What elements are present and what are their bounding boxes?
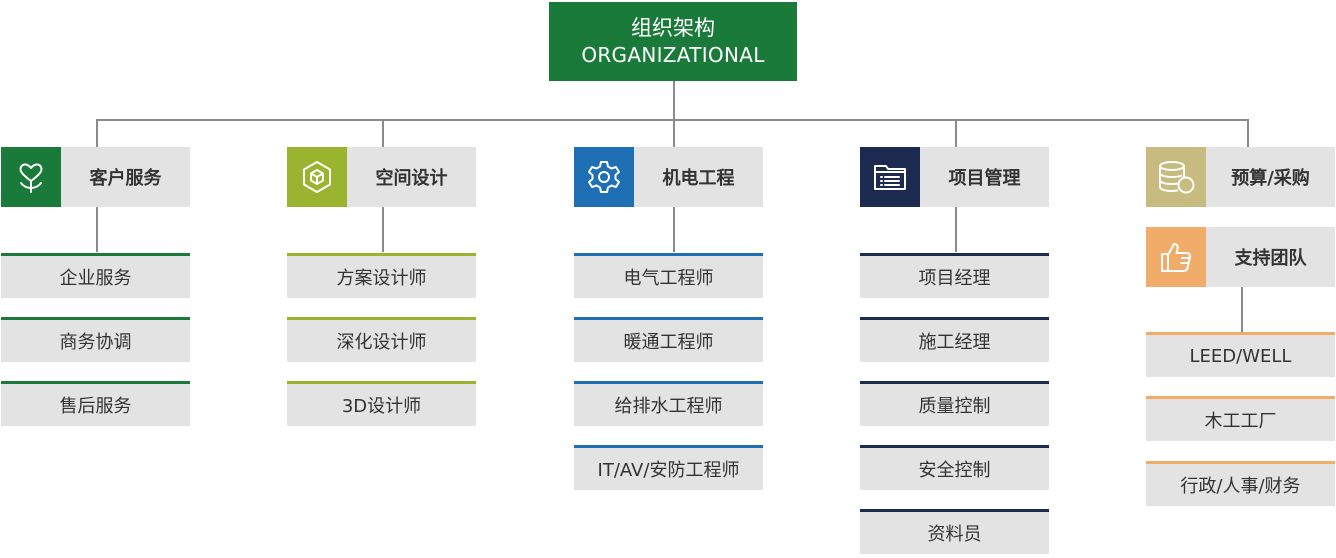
role-item: 质量控制 — [860, 381, 1049, 426]
cube-icon — [287, 147, 347, 207]
horizontal-connector — [96, 119, 1249, 121]
dept-label: 空间设计 — [347, 147, 476, 207]
root-connector — [673, 81, 675, 120]
items-connector-6 — [1241, 287, 1243, 332]
role-item: 商务协调 — [1, 317, 190, 362]
gear-icon — [574, 147, 634, 207]
root-title-cn: 组织架构 — [631, 15, 715, 40]
dept-label: 预算/采购 — [1206, 147, 1335, 207]
dept-budget-procurement: 预算/采购 — [1146, 147, 1335, 207]
dept-customer-service: 客户服务 — [1, 147, 190, 207]
role-item: 暖通工程师 — [574, 317, 763, 362]
role-item: 木工工厂 — [1146, 396, 1335, 441]
dept-label: 项目管理 — [920, 147, 1049, 207]
items-connector-1 — [96, 207, 98, 252]
dept-connector-5 — [1247, 120, 1249, 147]
items-connector-3 — [673, 207, 675, 252]
role-item: 施工经理 — [860, 317, 1049, 362]
role-item: 安全控制 — [860, 445, 1049, 490]
dept-connector-2 — [382, 120, 384, 147]
dept-support-team: 支持团队 — [1146, 227, 1335, 287]
dept-mep-engineering: 机电工程 — [574, 147, 763, 207]
dept-connector-3 — [673, 120, 675, 147]
role-item: 3D设计师 — [287, 381, 476, 426]
thumbs-up-icon — [1146, 227, 1206, 287]
role-item: 资料员 — [860, 509, 1049, 554]
role-item: 行政/人事/财务 — [1146, 461, 1335, 506]
items-connector-4 — [955, 207, 957, 252]
role-item: IT/AV/安防工程师 — [574, 445, 763, 490]
dept-label: 支持团队 — [1206, 227, 1335, 287]
role-item: 方案设计师 — [287, 253, 476, 298]
dept-connector-4 — [955, 120, 957, 147]
heart-plant-icon — [1, 147, 61, 207]
coins-stack-icon — [1146, 147, 1206, 207]
role-item: 给排水工程师 — [574, 381, 763, 426]
folder-list-icon — [860, 147, 920, 207]
dept-label: 客户服务 — [61, 147, 190, 207]
role-item: LEED/WELL — [1146, 332, 1335, 377]
dept-connector-1 — [96, 120, 98, 147]
dept-project-management: 项目管理 — [860, 147, 1049, 207]
role-item: 售后服务 — [1, 381, 190, 426]
role-item: 项目经理 — [860, 253, 1049, 298]
role-item: 企业服务 — [1, 253, 190, 298]
items-connector-2 — [382, 207, 384, 252]
dept-space-design: 空间设计 — [287, 147, 476, 207]
role-item: 电气工程师 — [574, 253, 763, 298]
org-chart-root: 组织架构 ORGANIZATIONAL — [549, 2, 797, 81]
root-title-en: ORGANIZATIONAL — [581, 42, 765, 67]
dept-label: 机电工程 — [634, 147, 763, 207]
role-item: 深化设计师 — [287, 317, 476, 362]
